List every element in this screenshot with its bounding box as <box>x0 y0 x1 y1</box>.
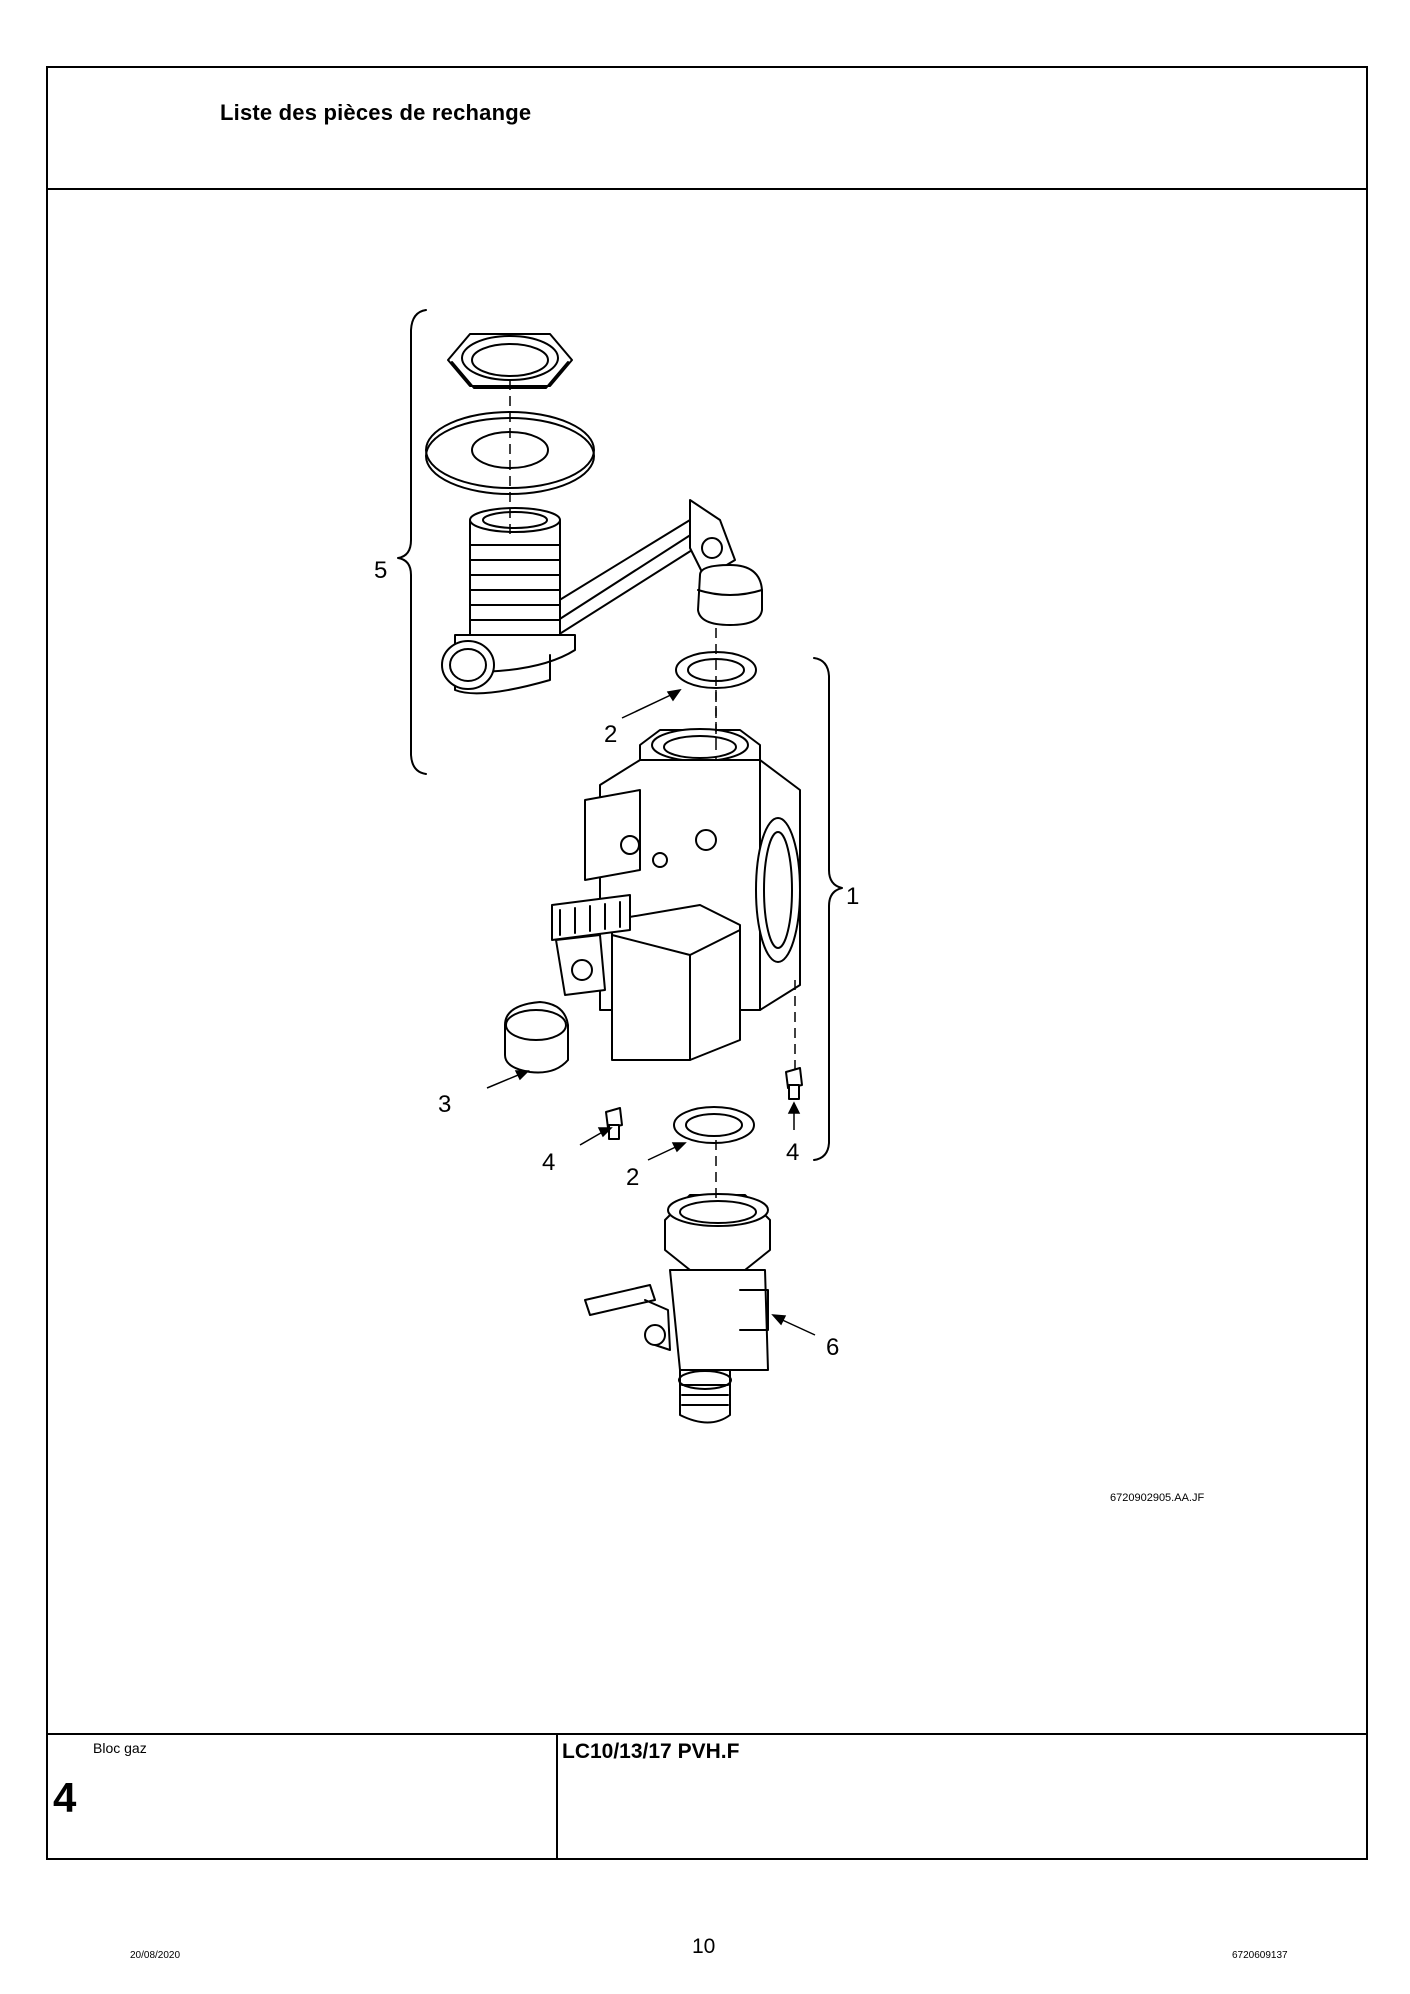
section-label: Bloc gaz <box>93 1740 147 1756</box>
bracket-5 <box>397 309 427 775</box>
seal-ring-lower <box>673 1106 755 1144</box>
footer-divider <box>46 1733 1368 1735</box>
page-title: Liste des pièces de rechange <box>220 100 532 125</box>
model-name: LC10/13/17 PVH.F <box>562 1740 740 1763</box>
document-number: 6720609137 <box>1232 1950 1288 1961</box>
callout-5: 5 <box>374 557 387 584</box>
header-divider <box>46 188 1368 190</box>
page-frame <box>46 66 1368 1860</box>
drawing-reference: 6720902905.AA.JF <box>1110 1492 1205 1504</box>
section-number: 4 <box>53 1774 77 1821</box>
callout-2-upper: 2 <box>604 721 617 748</box>
callout-3: 3 <box>438 1091 451 1118</box>
callout-4-right: 4 <box>786 1139 799 1166</box>
hex-nut <box>447 333 573 389</box>
gas-valve-body <box>551 728 801 1061</box>
elbow-pipe <box>441 499 763 695</box>
callout-4-left: 4 <box>542 1149 555 1176</box>
callout-6: 6 <box>826 1334 839 1361</box>
screw-left <box>605 1107 623 1140</box>
cap-part <box>504 1001 569 1074</box>
bracket-1 <box>813 657 843 1161</box>
page-number: 10 <box>692 1935 716 1958</box>
print-date: 20/08/2020 <box>130 1950 181 1961</box>
ball-valve <box>584 1193 771 1424</box>
footer-column-divider <box>556 1733 558 1860</box>
callout-2-lower: 2 <box>626 1164 639 1191</box>
callout-1: 1 <box>846 883 859 910</box>
screw-right <box>785 1067 803 1100</box>
